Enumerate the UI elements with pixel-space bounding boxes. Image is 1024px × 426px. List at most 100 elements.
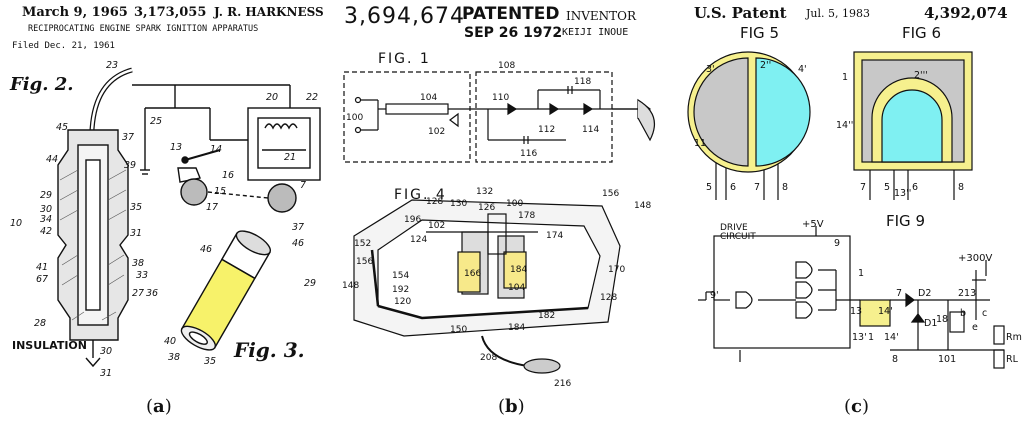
label-a-11: 22 — [306, 92, 318, 103]
label-c9-10: 213 — [958, 288, 976, 299]
patent-b-date: SEP 26 1972 — [464, 25, 563, 41]
label-c9-15: c — [982, 308, 987, 319]
label-b4-23: 150 — [450, 325, 467, 335]
panel-a: March 9, 1965 3,173,055 J. R. HARKNESS R… — [0, 0, 330, 426]
cam-lobe — [180, 178, 208, 206]
label-b4-14: 184 — [510, 265, 527, 275]
label-b4-24: 184 — [508, 323, 525, 333]
label-c6-2: 14'' — [836, 120, 853, 131]
label-a-16: 30 — [40, 204, 52, 215]
label-c5-6: 7 — [754, 182, 760, 193]
label-b1-8: 116 — [520, 149, 537, 159]
drive-circuit-label: DRIVE CIRCUIT — [720, 223, 756, 242]
label-b4-13: 166 — [464, 269, 481, 279]
label-b4-21: 120 — [394, 297, 411, 307]
label-c5-3: 11 — [694, 138, 706, 149]
fig5-gray-half — [693, 57, 749, 167]
caption-b: (b) — [498, 396, 525, 417]
label-a-2: 37 — [122, 132, 134, 143]
patent-b-patented: PATENTED — [462, 4, 560, 24]
label-b1-6: 112 — [538, 125, 555, 135]
caption-a: (a) — [146, 396, 172, 417]
label-c9-9: D2 — [918, 288, 931, 299]
label-b4-11: 124 — [410, 235, 427, 245]
label-a-21: 10 — [10, 218, 22, 229]
label-b4-5: 178 — [518, 211, 535, 221]
fig9-label: FIG 9 — [886, 212, 925, 230]
label-c6-6: 6 — [912, 182, 918, 193]
fig1-box-right — [475, 71, 613, 163]
label-c6-4: 5 — [884, 182, 890, 193]
label-a-34: 36 — [146, 288, 158, 299]
label-b4-27: 216 — [554, 379, 571, 389]
label-a-4: 39 — [124, 160, 136, 171]
label-a-13: 21 — [284, 152, 296, 163]
label-a-1: 45 — [56, 122, 68, 133]
label-a-7: 13 — [170, 142, 182, 153]
label-a-18: 42 — [40, 226, 52, 237]
label-c9-12: 18 — [936, 314, 948, 325]
patent-a-inventor: J. R. HARKNESS — [214, 5, 324, 19]
label-a-28: 30 — [100, 346, 112, 357]
fig6-cyan-arch — [881, 89, 943, 163]
patent-c-number: 4,392,074 — [924, 4, 1008, 22]
label-b4-8: 196 — [404, 215, 421, 225]
patent-c-date: Jul. 5, 1983 — [806, 7, 870, 20]
label-b4-12: 152 — [354, 239, 371, 249]
label-a-37: 35 — [204, 356, 216, 367]
label-b4-9: 102 — [428, 221, 445, 231]
label-c9-0: 9 — [834, 238, 840, 249]
plus300v-label: +300V — [958, 253, 993, 264]
label-b4-17: 192 — [392, 285, 409, 295]
label-a-5: 25 — [150, 116, 162, 127]
inoue-drawing: 108 118 100 104 110 102 112 114 116 132 … — [342, 61, 656, 389]
label-c9-7: 14' — [884, 332, 899, 343]
label-a-26: 27 — [132, 288, 144, 299]
fig3-cylinder — [180, 230, 271, 351]
label-c9-8: 7 — [896, 288, 902, 299]
label-a-15: 29 — [40, 190, 52, 201]
insulation-label: INSULATION — [12, 339, 87, 352]
label-a-35: 40 — [164, 336, 176, 347]
fig1-label: FIG. 1 — [378, 51, 431, 67]
label-b1-0: 108 — [498, 61, 515, 71]
fig6-label: FIG 6 — [902, 24, 941, 42]
label-b4-18: 104 — [508, 283, 525, 293]
fig2-label: Fig. 2. — [10, 74, 74, 95]
label-a-3: 44 — [46, 154, 58, 165]
label-b4-10: 174 — [546, 231, 563, 241]
label-c6-3: 7 — [860, 182, 866, 193]
label-c9-17: RL — [1006, 354, 1019, 365]
label-a-36: 38 — [168, 352, 180, 363]
label-c9-5: 13' — [852, 332, 867, 343]
patent-a-filed: Filed Dec. 21, 1961 — [12, 41, 115, 51]
label-b4-20: 148 — [342, 281, 359, 291]
label-a-32: 46 — [292, 238, 304, 249]
label-c5-5: 6 — [730, 182, 736, 193]
patent-b-inventor-label: INVENTOR — [566, 9, 637, 23]
label-c5-2: 4' — [798, 64, 807, 75]
patent-a-title: RECIPROCATING ENGINE SPARK IGNITION APPA… — [28, 24, 259, 34]
label-a-29: 31 — [100, 368, 112, 379]
label-b4-15: 156 — [356, 257, 373, 267]
label-a-19: 35 — [130, 202, 142, 213]
label-c5-7: 8 — [782, 182, 788, 193]
label-a-9: 15 — [214, 186, 226, 197]
patent-b-number: 3,694,674 — [344, 4, 465, 29]
label-c9-13: b — [960, 308, 966, 319]
label-c6-5: 13'' — [894, 188, 911, 199]
fig3-label: Fig. 3. — [234, 338, 305, 362]
label-b4-19: 170 — [608, 265, 625, 275]
label-a-33: 29 — [304, 278, 316, 289]
label-c9-4: 14' — [878, 306, 893, 317]
label-a-12: 20 — [266, 92, 278, 103]
label-b1-7: 114 — [582, 125, 599, 135]
label-b1-2: 100 — [346, 113, 363, 123]
label-a-31: 37 — [292, 222, 304, 233]
label-c9-11: D1 — [924, 318, 937, 329]
label-c5-0: 3' — [706, 64, 715, 75]
label-a-20: 31 — [130, 228, 142, 239]
element-104 — [385, 103, 449, 115]
label-b4-2: 156 — [602, 189, 619, 199]
label-b4-25: 182 — [538, 311, 555, 321]
